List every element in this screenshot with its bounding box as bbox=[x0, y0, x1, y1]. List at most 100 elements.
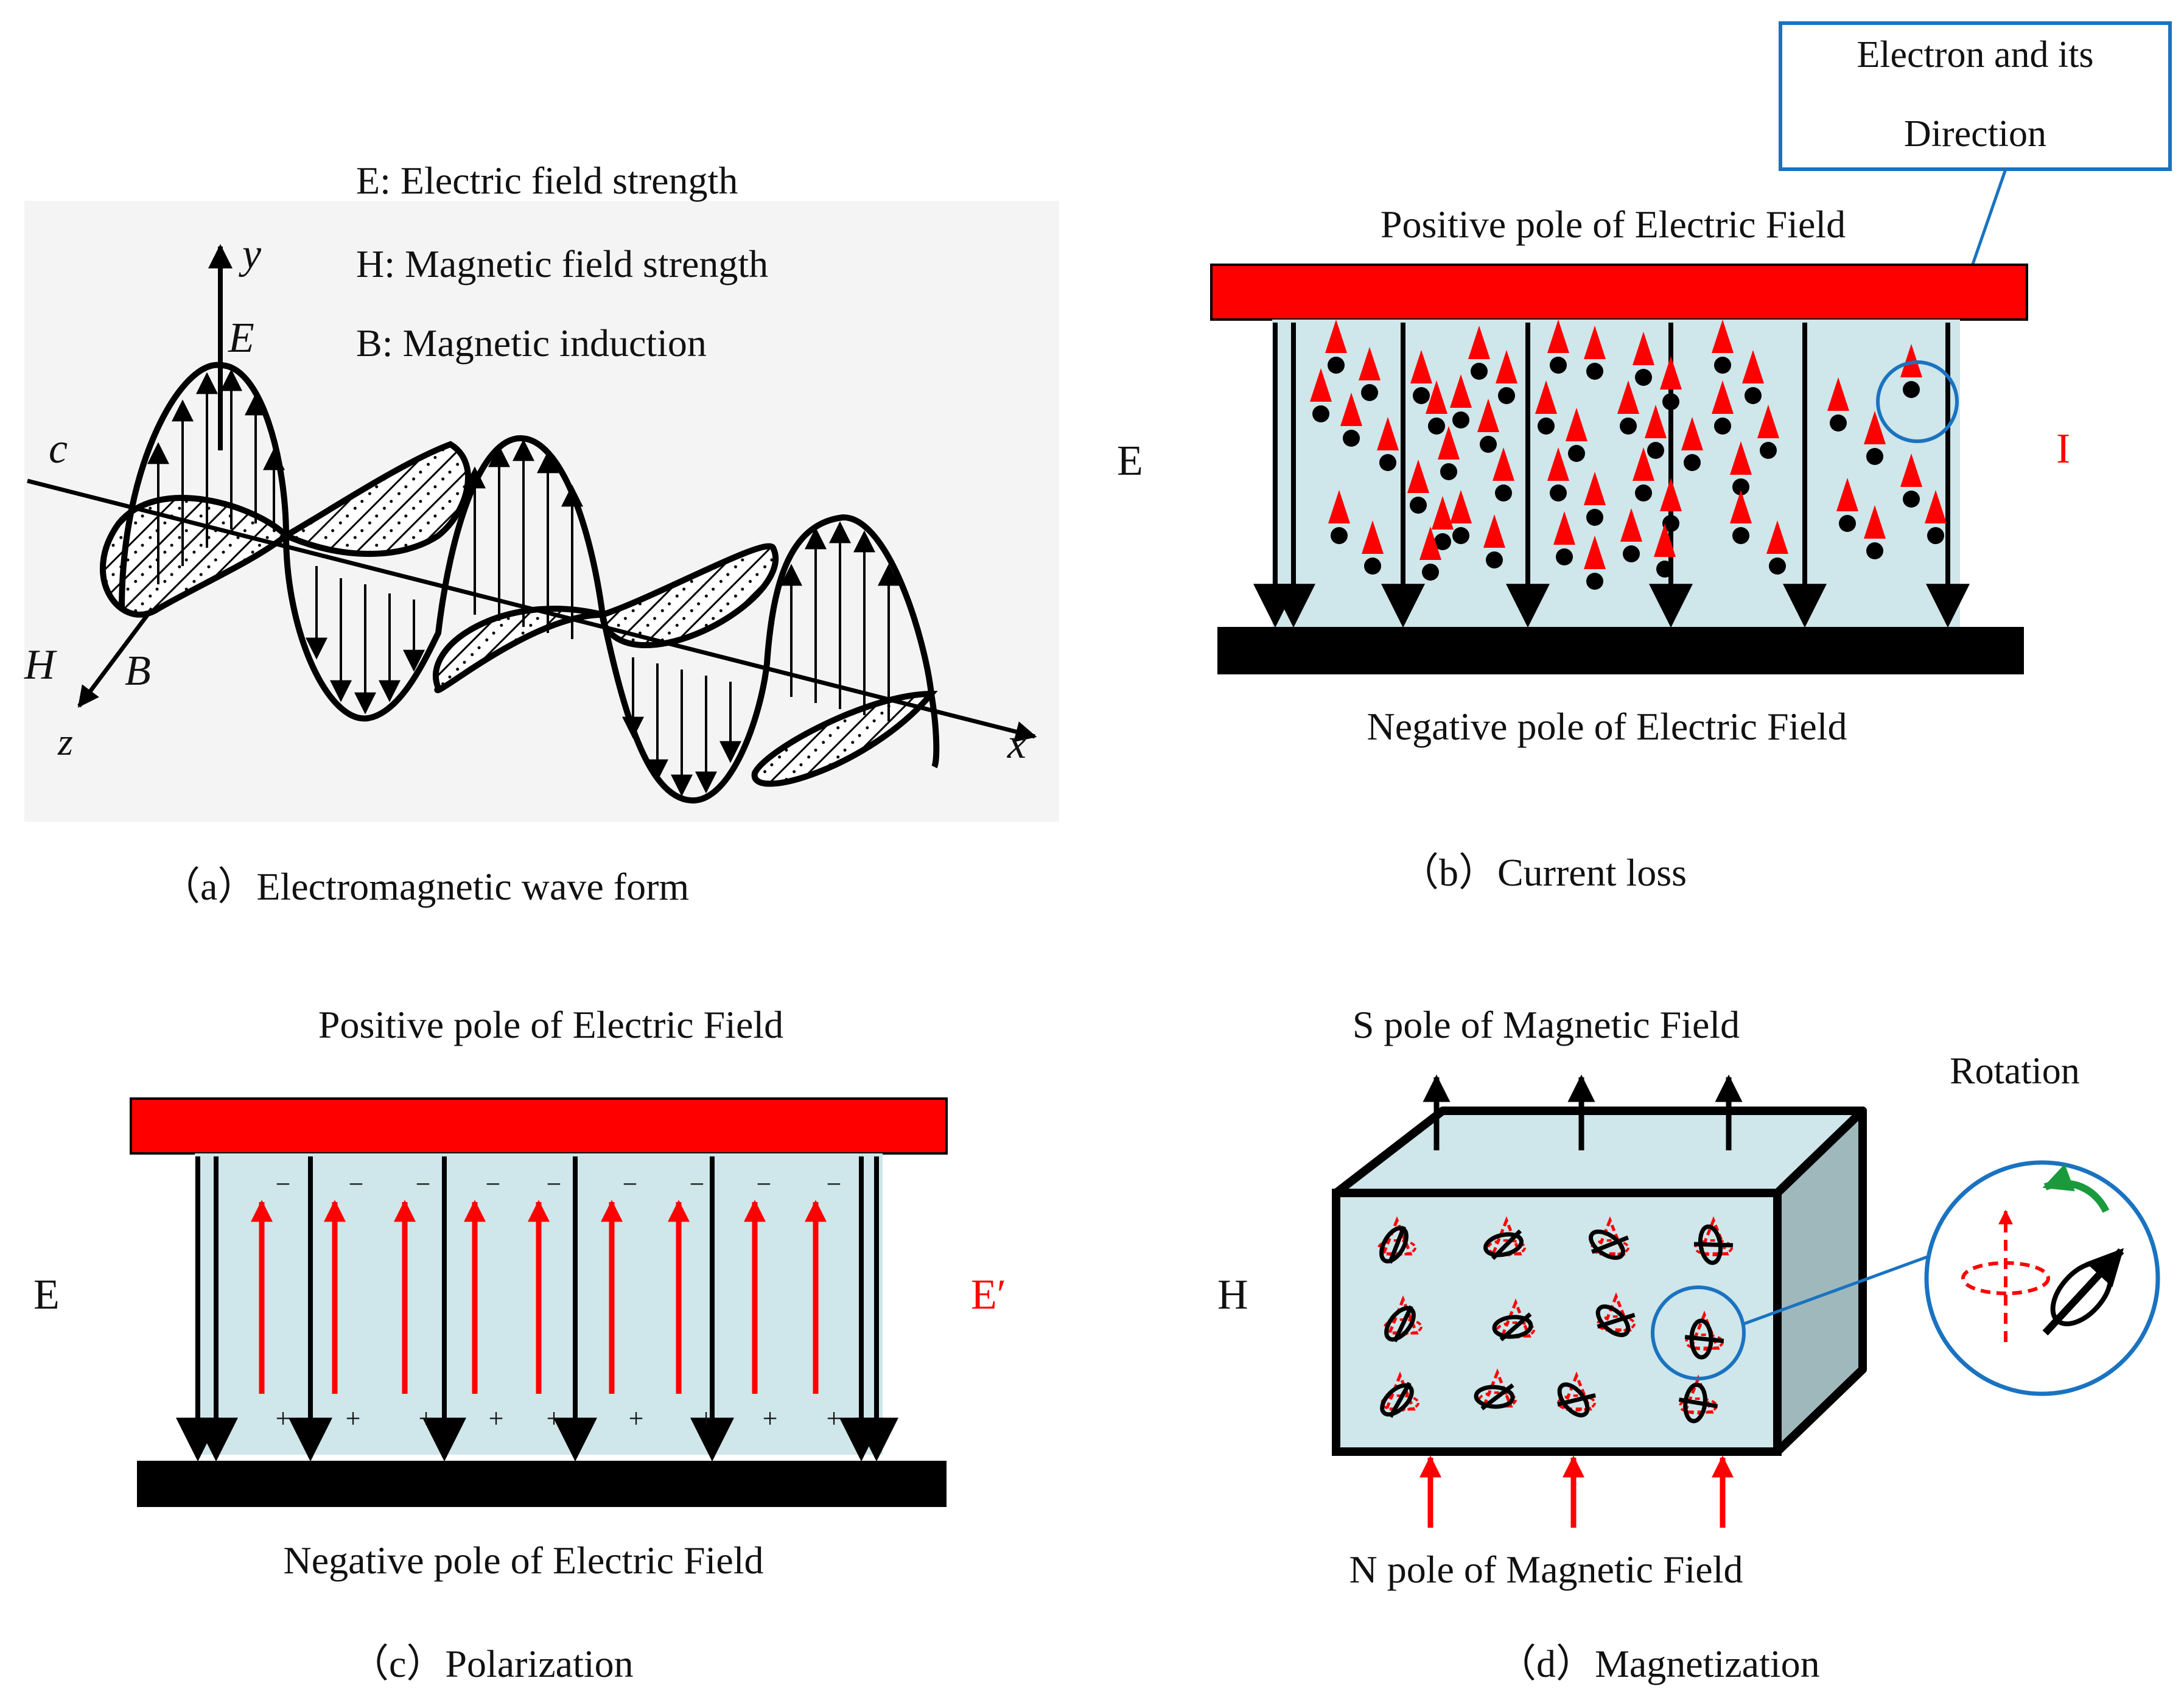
magnetic-moment bbox=[1693, 1216, 1734, 1265]
panel-d: S pole of Magnetic Field Rotation bbox=[1217, 1003, 2160, 1685]
green-rotation-arrow bbox=[2042, 1164, 2110, 1213]
negative-charge: − bbox=[757, 1169, 772, 1199]
magnetic-lobe-5 bbox=[751, 690, 938, 787]
positive-charge: + bbox=[276, 1404, 291, 1433]
rotation-label: Rotation bbox=[1950, 1051, 2080, 1092]
caption-d: （d）Magnetization bbox=[1497, 1642, 1820, 1685]
z-axis-label: z bbox=[57, 720, 73, 763]
electron bbox=[1681, 417, 1703, 471]
magnetic-moment bbox=[1384, 1295, 1423, 1343]
y-axis-label: y bbox=[239, 231, 262, 278]
caption-b: （b）Current loss bbox=[1400, 851, 1687, 894]
panel-c: Positive pole of Electric Field −−−−−−−−… bbox=[33, 1003, 1006, 1685]
positive-charge: + bbox=[489, 1404, 504, 1433]
electron bbox=[1836, 478, 1858, 532]
electron bbox=[1535, 380, 1557, 435]
magnetic-moment bbox=[1377, 1216, 1416, 1264]
inset-red-moment bbox=[1961, 1209, 2050, 1342]
x-axis-label: x bbox=[1007, 721, 1026, 768]
electron bbox=[1483, 514, 1505, 568]
negative-pole-label-b: Negative pole of Electric Field bbox=[1367, 705, 1847, 748]
electron bbox=[1450, 490, 1472, 544]
c-label: c bbox=[49, 425, 68, 472]
field-lines-c bbox=[176, 1156, 898, 1462]
b-label: B bbox=[125, 648, 151, 694]
electrons-b bbox=[1310, 320, 1947, 590]
magnetic-moment bbox=[1474, 1368, 1517, 1411]
electron bbox=[1496, 350, 1517, 404]
positive-charge: + bbox=[547, 1404, 562, 1433]
negative-charge: − bbox=[623, 1169, 638, 1199]
negative-charge: − bbox=[276, 1169, 291, 1199]
electron bbox=[1864, 505, 1886, 559]
surface-charges-c: −−−−−−−−−+++++++++ bbox=[276, 1169, 842, 1433]
electron bbox=[1362, 520, 1384, 575]
magnetic-moment bbox=[1678, 1374, 1718, 1424]
n-pole-arrows bbox=[1419, 1455, 1734, 1528]
negative-plate-c bbox=[137, 1461, 947, 1507]
electron bbox=[1712, 380, 1734, 435]
electron bbox=[1757, 405, 1779, 459]
electron bbox=[1377, 417, 1399, 471]
electron bbox=[1359, 347, 1381, 401]
negative-pole-label-c: Negative pole of Electric Field bbox=[283, 1539, 763, 1582]
magnetic-moments bbox=[1377, 1216, 1734, 1424]
e-label: E bbox=[228, 315, 254, 362]
caption-c: （c）Polarization bbox=[350, 1642, 634, 1685]
electron bbox=[1432, 496, 1454, 550]
positive-charge: + bbox=[827, 1404, 842, 1433]
electron bbox=[1493, 447, 1514, 502]
electron bbox=[1468, 326, 1490, 380]
field-vectors bbox=[147, 369, 900, 797]
electron bbox=[1426, 380, 1447, 435]
electron bbox=[1660, 478, 1682, 532]
magnetic-lobes bbox=[99, 441, 938, 787]
legend-electric-field: E: Electric field strength bbox=[356, 159, 738, 202]
positive-charge: + bbox=[346, 1404, 361, 1433]
e-prime-label: E′ bbox=[971, 1271, 1006, 1318]
rotation-leader bbox=[1743, 1252, 1936, 1326]
legend-magnetic-field: H: Magnetic field strength bbox=[356, 242, 768, 285]
n-pole-label: N pole of Magnetic Field bbox=[1349, 1548, 1743, 1591]
positive-plate-c bbox=[130, 1097, 948, 1155]
negative-charge: − bbox=[547, 1169, 562, 1199]
electron bbox=[1766, 520, 1788, 575]
callout-line-1: Electron and its bbox=[1857, 34, 2093, 75]
e-label-b: E bbox=[1117, 438, 1143, 484]
s-pole-label: S pole of Magnetic Field bbox=[1353, 1003, 1740, 1046]
positive-charge: + bbox=[629, 1404, 644, 1433]
negative-charge: − bbox=[690, 1169, 705, 1199]
negative-plate-b bbox=[1217, 627, 2024, 674]
electron bbox=[1584, 472, 1606, 526]
callout-box bbox=[1779, 21, 2172, 171]
z-axis bbox=[77, 607, 154, 708]
electron bbox=[1325, 320, 1347, 374]
magnetic-lobe-3 bbox=[432, 606, 604, 693]
inset-black-moment bbox=[2042, 1248, 2124, 1336]
electron bbox=[1328, 490, 1350, 544]
electron bbox=[1660, 356, 1682, 410]
electron bbox=[1553, 511, 1575, 565]
positive-charge: + bbox=[419, 1404, 434, 1433]
dielectric-b bbox=[1272, 320, 1960, 627]
electron bbox=[1310, 368, 1332, 422]
magnetic-moment bbox=[1589, 1216, 1629, 1260]
electron bbox=[1620, 508, 1642, 562]
electron bbox=[1438, 426, 1460, 480]
panel-b: Electron and its Direction Positive pole… bbox=[1117, 21, 2172, 894]
caption-a: （a）Electromagnetic wave form bbox=[161, 865, 689, 908]
magnetic-moment bbox=[1684, 1310, 1724, 1360]
spin-highlight-circle bbox=[1651, 1285, 1746, 1380]
positive-plate-b bbox=[1210, 264, 2028, 321]
magnetic-moment bbox=[1595, 1292, 1636, 1337]
legend-magnetic-induction: B: Magnetic induction bbox=[356, 321, 707, 365]
electron bbox=[1742, 350, 1764, 404]
electron bbox=[1864, 411, 1886, 465]
x-axis bbox=[27, 478, 1037, 743]
electron bbox=[1633, 332, 1654, 386]
electron bbox=[1827, 377, 1849, 432]
electron bbox=[1712, 320, 1734, 374]
electron bbox=[1654, 523, 1676, 578]
magnetic-lobe-1 bbox=[99, 495, 291, 618]
